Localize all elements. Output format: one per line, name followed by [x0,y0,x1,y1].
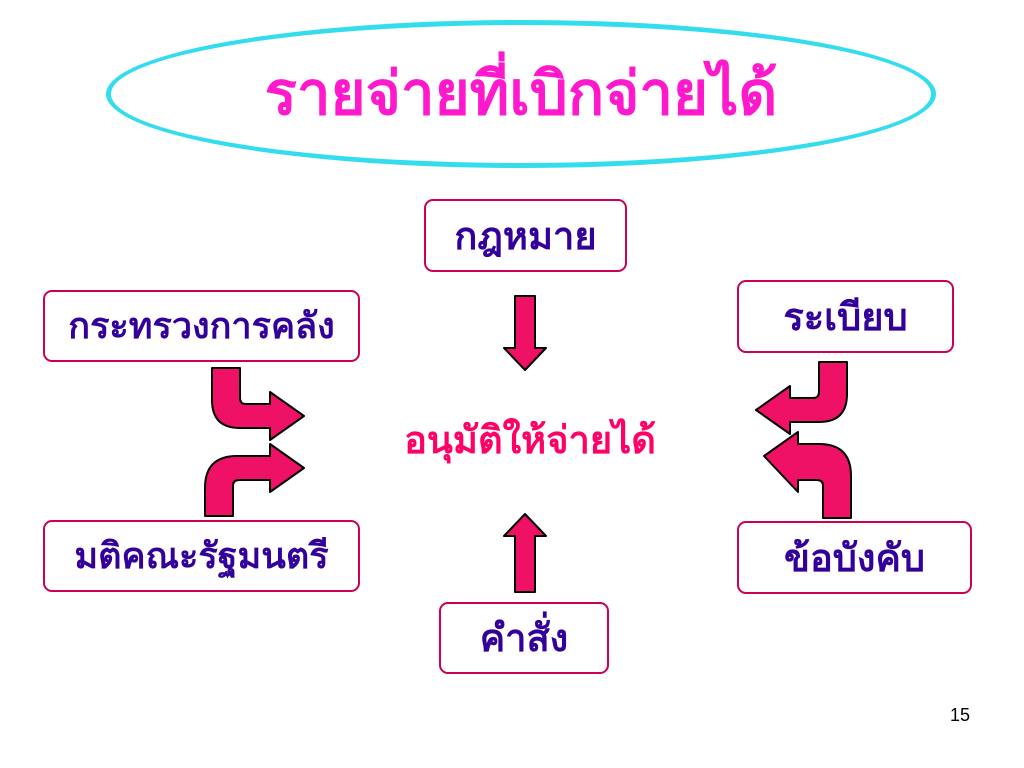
order-box: คำสั่ง [439,602,609,674]
page-number: 15 [949,705,970,725]
regulation-box: ระเบียบ [737,280,954,353]
center-approval-text: อนุมัติให้จ่ายได้ [404,416,656,462]
arrow-curve-from-cabinet [204,443,305,517]
arrow-curve-from-finance [211,367,305,441]
law-box: กฎหมาย [424,199,627,272]
cabinet-resolution-box: มติคณะรัฐมนตรี [43,520,360,592]
rules-box: ข้อบังคับ [737,521,972,594]
finance-ministry-box: กระทรวงการคลัง [43,290,360,362]
arrow-up-from-order [503,513,547,593]
arrow-down-from-law [503,295,547,371]
title-oval [106,20,936,168]
slide-title: รายจ่ายที่เบิกจ่ายได้ [264,59,778,129]
arrow-curve-from-regulation [755,361,848,435]
arrow-curve-from-rules [763,431,852,519]
